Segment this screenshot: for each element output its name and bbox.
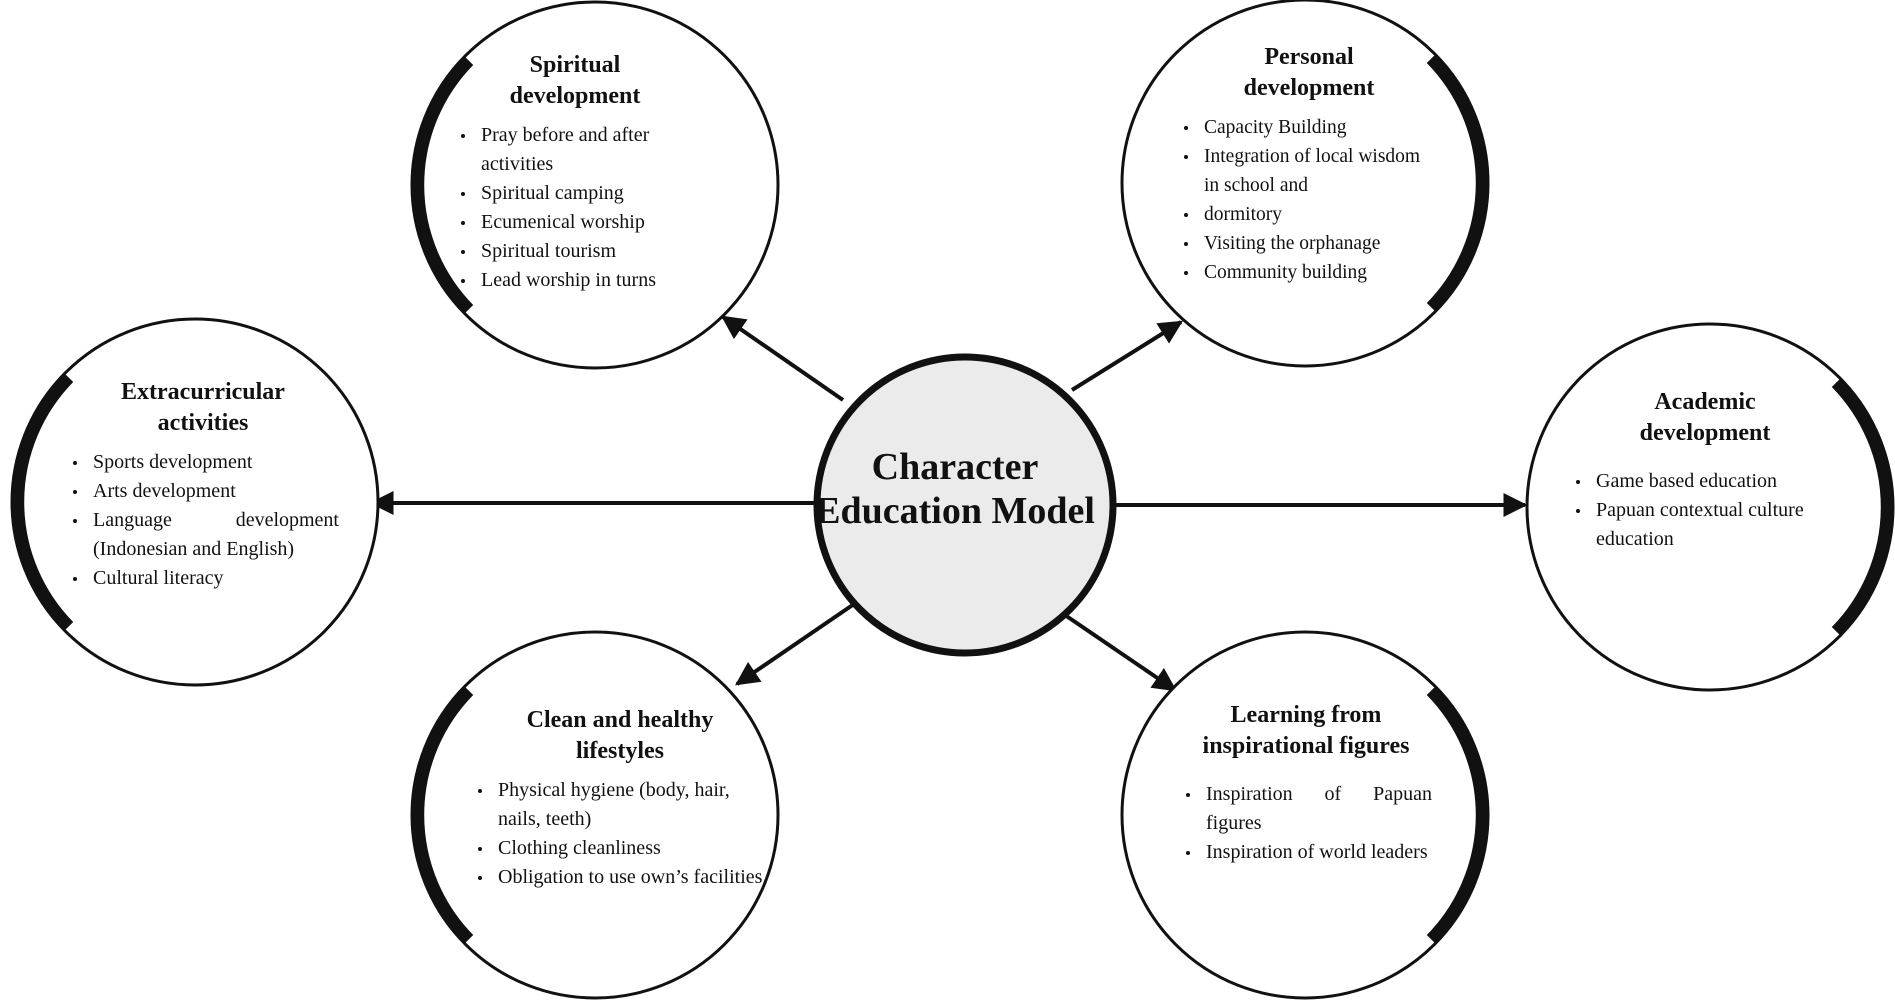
list-item: Clothing cleanliness <box>478 834 770 863</box>
extracurricular-list: Sports development Arts development Lang… <box>67 448 339 593</box>
center-title-line2: Education Model <box>815 490 1095 532</box>
personal-list: Capacity Building Integration of local w… <box>1178 113 1440 287</box>
academic-accent-arc <box>1831 377 1894 637</box>
extracurricular-title: Extracurricular activities <box>121 379 285 436</box>
list-item: Spiritual camping <box>461 179 695 208</box>
list-item: Game based education <box>1576 467 1840 496</box>
list-item: dormitory <box>1184 200 1440 229</box>
clean-list: Physical hygiene (body, hair, nails, tee… <box>470 776 770 892</box>
list-item: Inspiration of world leaders <box>1186 838 1432 867</box>
arrow-to-spiritual <box>721 315 845 402</box>
center-title: Character Education Model <box>815 445 1095 533</box>
list-item: Papuan contextual culture education <box>1576 496 1840 554</box>
academic-list: Game based education Papuan contextual c… <box>1570 467 1840 554</box>
clean-node: Clean and healthy lifestyles Physical hy… <box>470 705 770 892</box>
spiritual-accent-arc <box>411 55 474 315</box>
list-item: Visiting the orphanage <box>1184 229 1440 258</box>
list-item: Inspiration of Papuan figures <box>1186 780 1432 838</box>
arrow-to-clean <box>735 600 859 686</box>
list-item: Ecumenical worship <box>461 208 695 237</box>
learning-title: Learning from inspirational figures <box>1202 702 1410 759</box>
personal-title: Personal development <box>1243 44 1375 101</box>
list-item: Spiritual tourism <box>461 237 695 266</box>
academic-title: Academic development <box>1639 389 1771 446</box>
arrow-to-personal <box>1070 320 1184 392</box>
list-item: Cultural literacy <box>73 564 339 593</box>
spiritual-node: Spiritual development Pray before and af… <box>455 50 695 295</box>
extracurricular-node: Extracurricular activities Sports develo… <box>67 377 339 593</box>
spiritual-title: Spiritual development <box>509 52 641 109</box>
personal-node: Personal development Capacity Building I… <box>1178 42 1440 287</box>
list-item: Capacity Building <box>1184 113 1440 142</box>
list-item: Obligation to use own’s facilities <box>478 863 770 892</box>
list-item: Sports development <box>73 448 339 477</box>
personal-accent-arc <box>1426 53 1489 313</box>
list-item: Integration of local wisdom in school an… <box>1184 142 1440 200</box>
arrow-to-learning <box>1060 611 1177 692</box>
list-item: Lead worship in turns <box>461 266 695 295</box>
clean-accent-arc <box>411 685 474 945</box>
list-item: Pray before and after activities <box>461 121 695 179</box>
learning-list: Inspiration of Papuan figures Inspiratio… <box>1180 780 1432 867</box>
clean-title: Clean and healthy lifestyles <box>526 707 714 764</box>
list-item: Arts development <box>73 477 339 506</box>
center-circle <box>813 353 1117 657</box>
academic-node: Academic development Game based educatio… <box>1570 387 1840 554</box>
center-title-line1: Character <box>871 446 1039 488</box>
list-item: Physical hygiene (body, hair, nails, tee… <box>478 776 770 834</box>
list-item: Language development (Indonesian and Eng… <box>73 506 339 564</box>
list-item: Community building <box>1184 258 1440 287</box>
learning-accent-arc <box>1426 685 1489 945</box>
spiritual-list: Pray before and after activities Spiritu… <box>455 121 695 295</box>
learning-node: Learning from inspirational figures Insp… <box>1180 700 1432 867</box>
extracurricular-accent-arc <box>11 372 74 632</box>
